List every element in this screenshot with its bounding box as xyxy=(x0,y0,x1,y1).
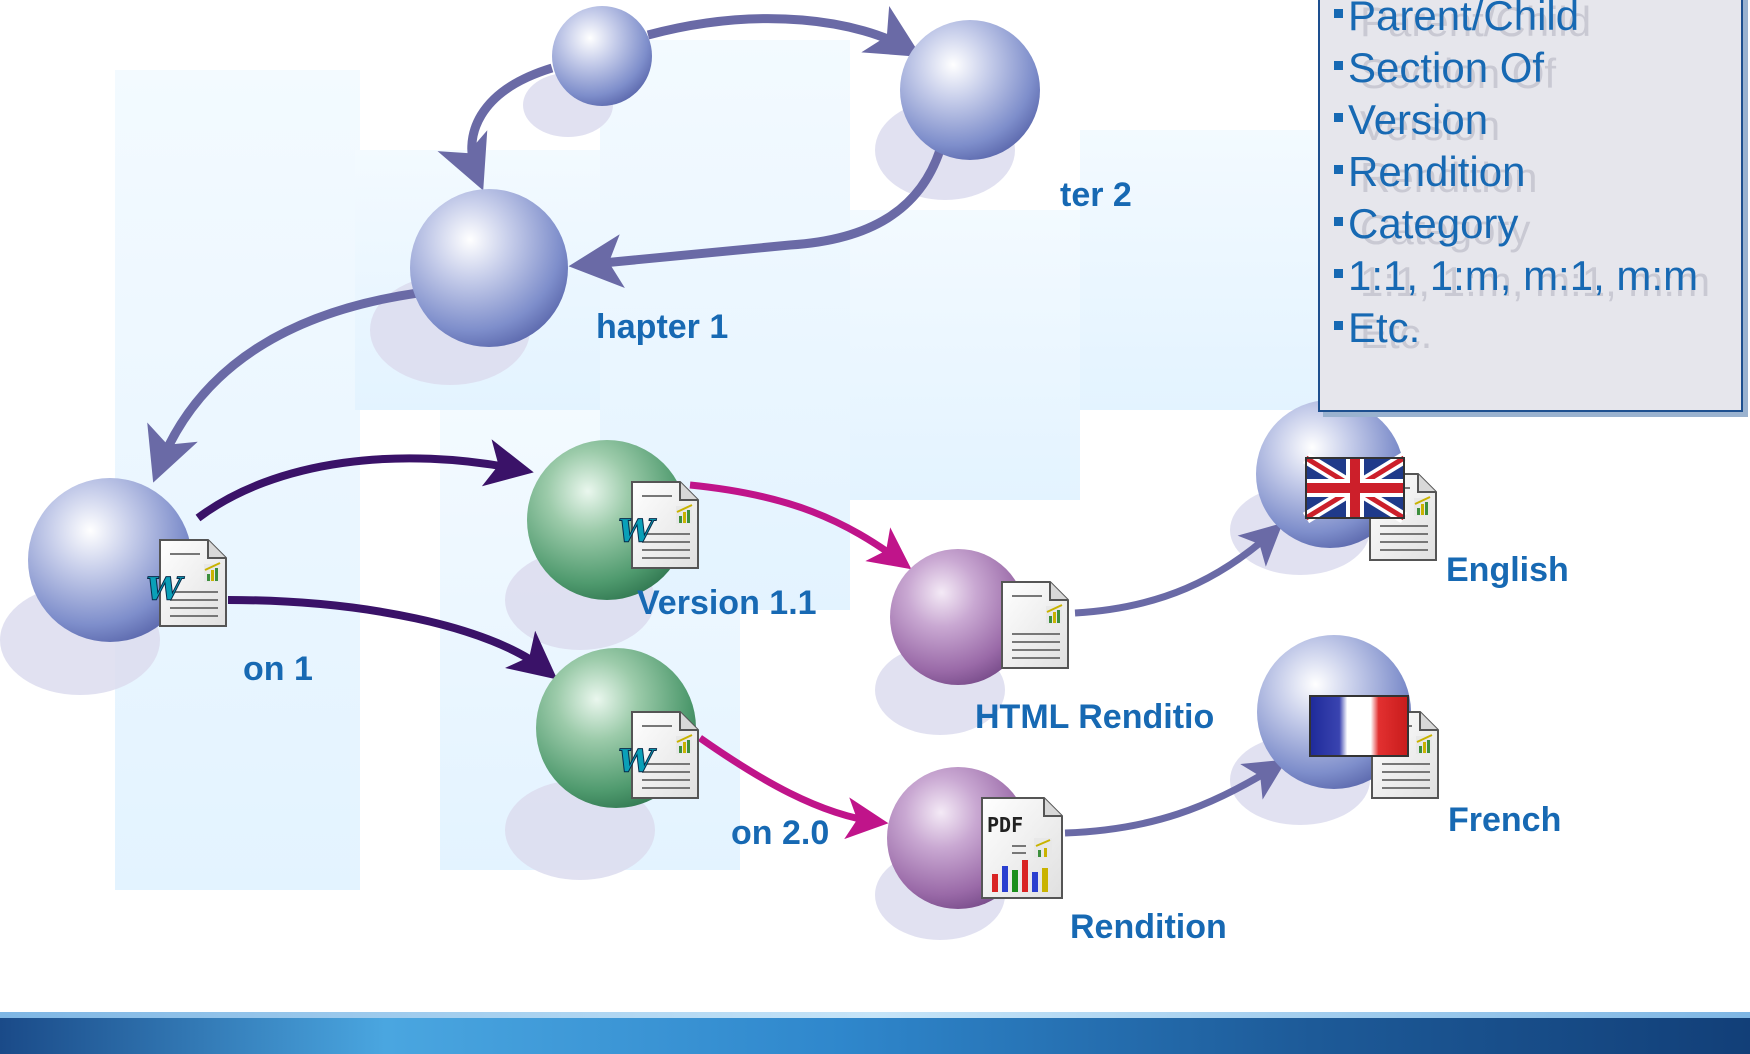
english-label: English xyxy=(1446,551,1569,589)
version1-label: on 1 xyxy=(243,650,313,688)
background-glow xyxy=(850,210,1080,500)
pdf-rendition-label: Rendition xyxy=(1070,908,1227,946)
arrow-version20-to-pdf xyxy=(697,735,889,840)
chapter1-sphere xyxy=(410,189,568,347)
chapter2-label: ter 2 xyxy=(1060,176,1132,214)
bullet-icon xyxy=(1334,165,1343,174)
html-rendition-label: HTML Renditio xyxy=(975,698,1215,736)
background-glow xyxy=(1080,130,1320,410)
arrow-version11-to-html xyxy=(689,481,912,570)
relationship-types-box: Parent/Child Parent/Child Section Of Sec… xyxy=(1318,0,1743,412)
arrow-html-to-english xyxy=(1074,522,1283,617)
version20-label: on 2.0 xyxy=(731,814,830,852)
svg-text:PDF: PDF xyxy=(987,813,1023,837)
svg-text:W: W xyxy=(618,512,657,550)
bullet-icon xyxy=(1334,321,1343,330)
word-doc-icon: W xyxy=(618,481,699,569)
chapter1-label: hapter 1 xyxy=(596,308,729,346)
top-sphere xyxy=(552,6,652,106)
bullet-icon xyxy=(1334,61,1343,70)
footer-band-highlight xyxy=(0,1012,1750,1018)
bullet-icon xyxy=(1334,217,1343,226)
arrow-chapter1-to-version1 xyxy=(147,288,419,483)
bullet-icon xyxy=(1334,113,1343,122)
arrow-chapter2-to-chapter1 xyxy=(568,148,945,288)
french-flag-icon xyxy=(1309,695,1409,757)
version11-label: Version 1.1 xyxy=(637,584,817,622)
arrow-version1-to-version20 xyxy=(227,596,558,680)
chapter2-sphere xyxy=(900,20,1040,160)
bullet-icon xyxy=(1334,9,1343,18)
pdf-doc-icon: PDF xyxy=(981,797,1063,899)
word-doc-icon: W xyxy=(146,539,227,627)
bullet-icon xyxy=(1334,269,1343,278)
arrow-version1-to-version11 xyxy=(195,439,534,522)
html-doc-icon xyxy=(1001,581,1069,669)
arrow-top-to-chapter2 xyxy=(646,6,922,57)
arrow-top-to-chapter1 xyxy=(437,63,554,191)
html-rendition-sphere xyxy=(890,549,1026,685)
svg-text:W: W xyxy=(618,742,657,780)
version1-sphere xyxy=(28,478,192,642)
arrow-pdf-to-french xyxy=(1064,759,1287,837)
french-label: French xyxy=(1448,801,1562,839)
svg-text:W: W xyxy=(146,570,185,608)
footer-band xyxy=(0,1018,1750,1054)
word-doc-icon: W xyxy=(618,711,699,799)
uk-flag-icon xyxy=(1302,452,1408,524)
